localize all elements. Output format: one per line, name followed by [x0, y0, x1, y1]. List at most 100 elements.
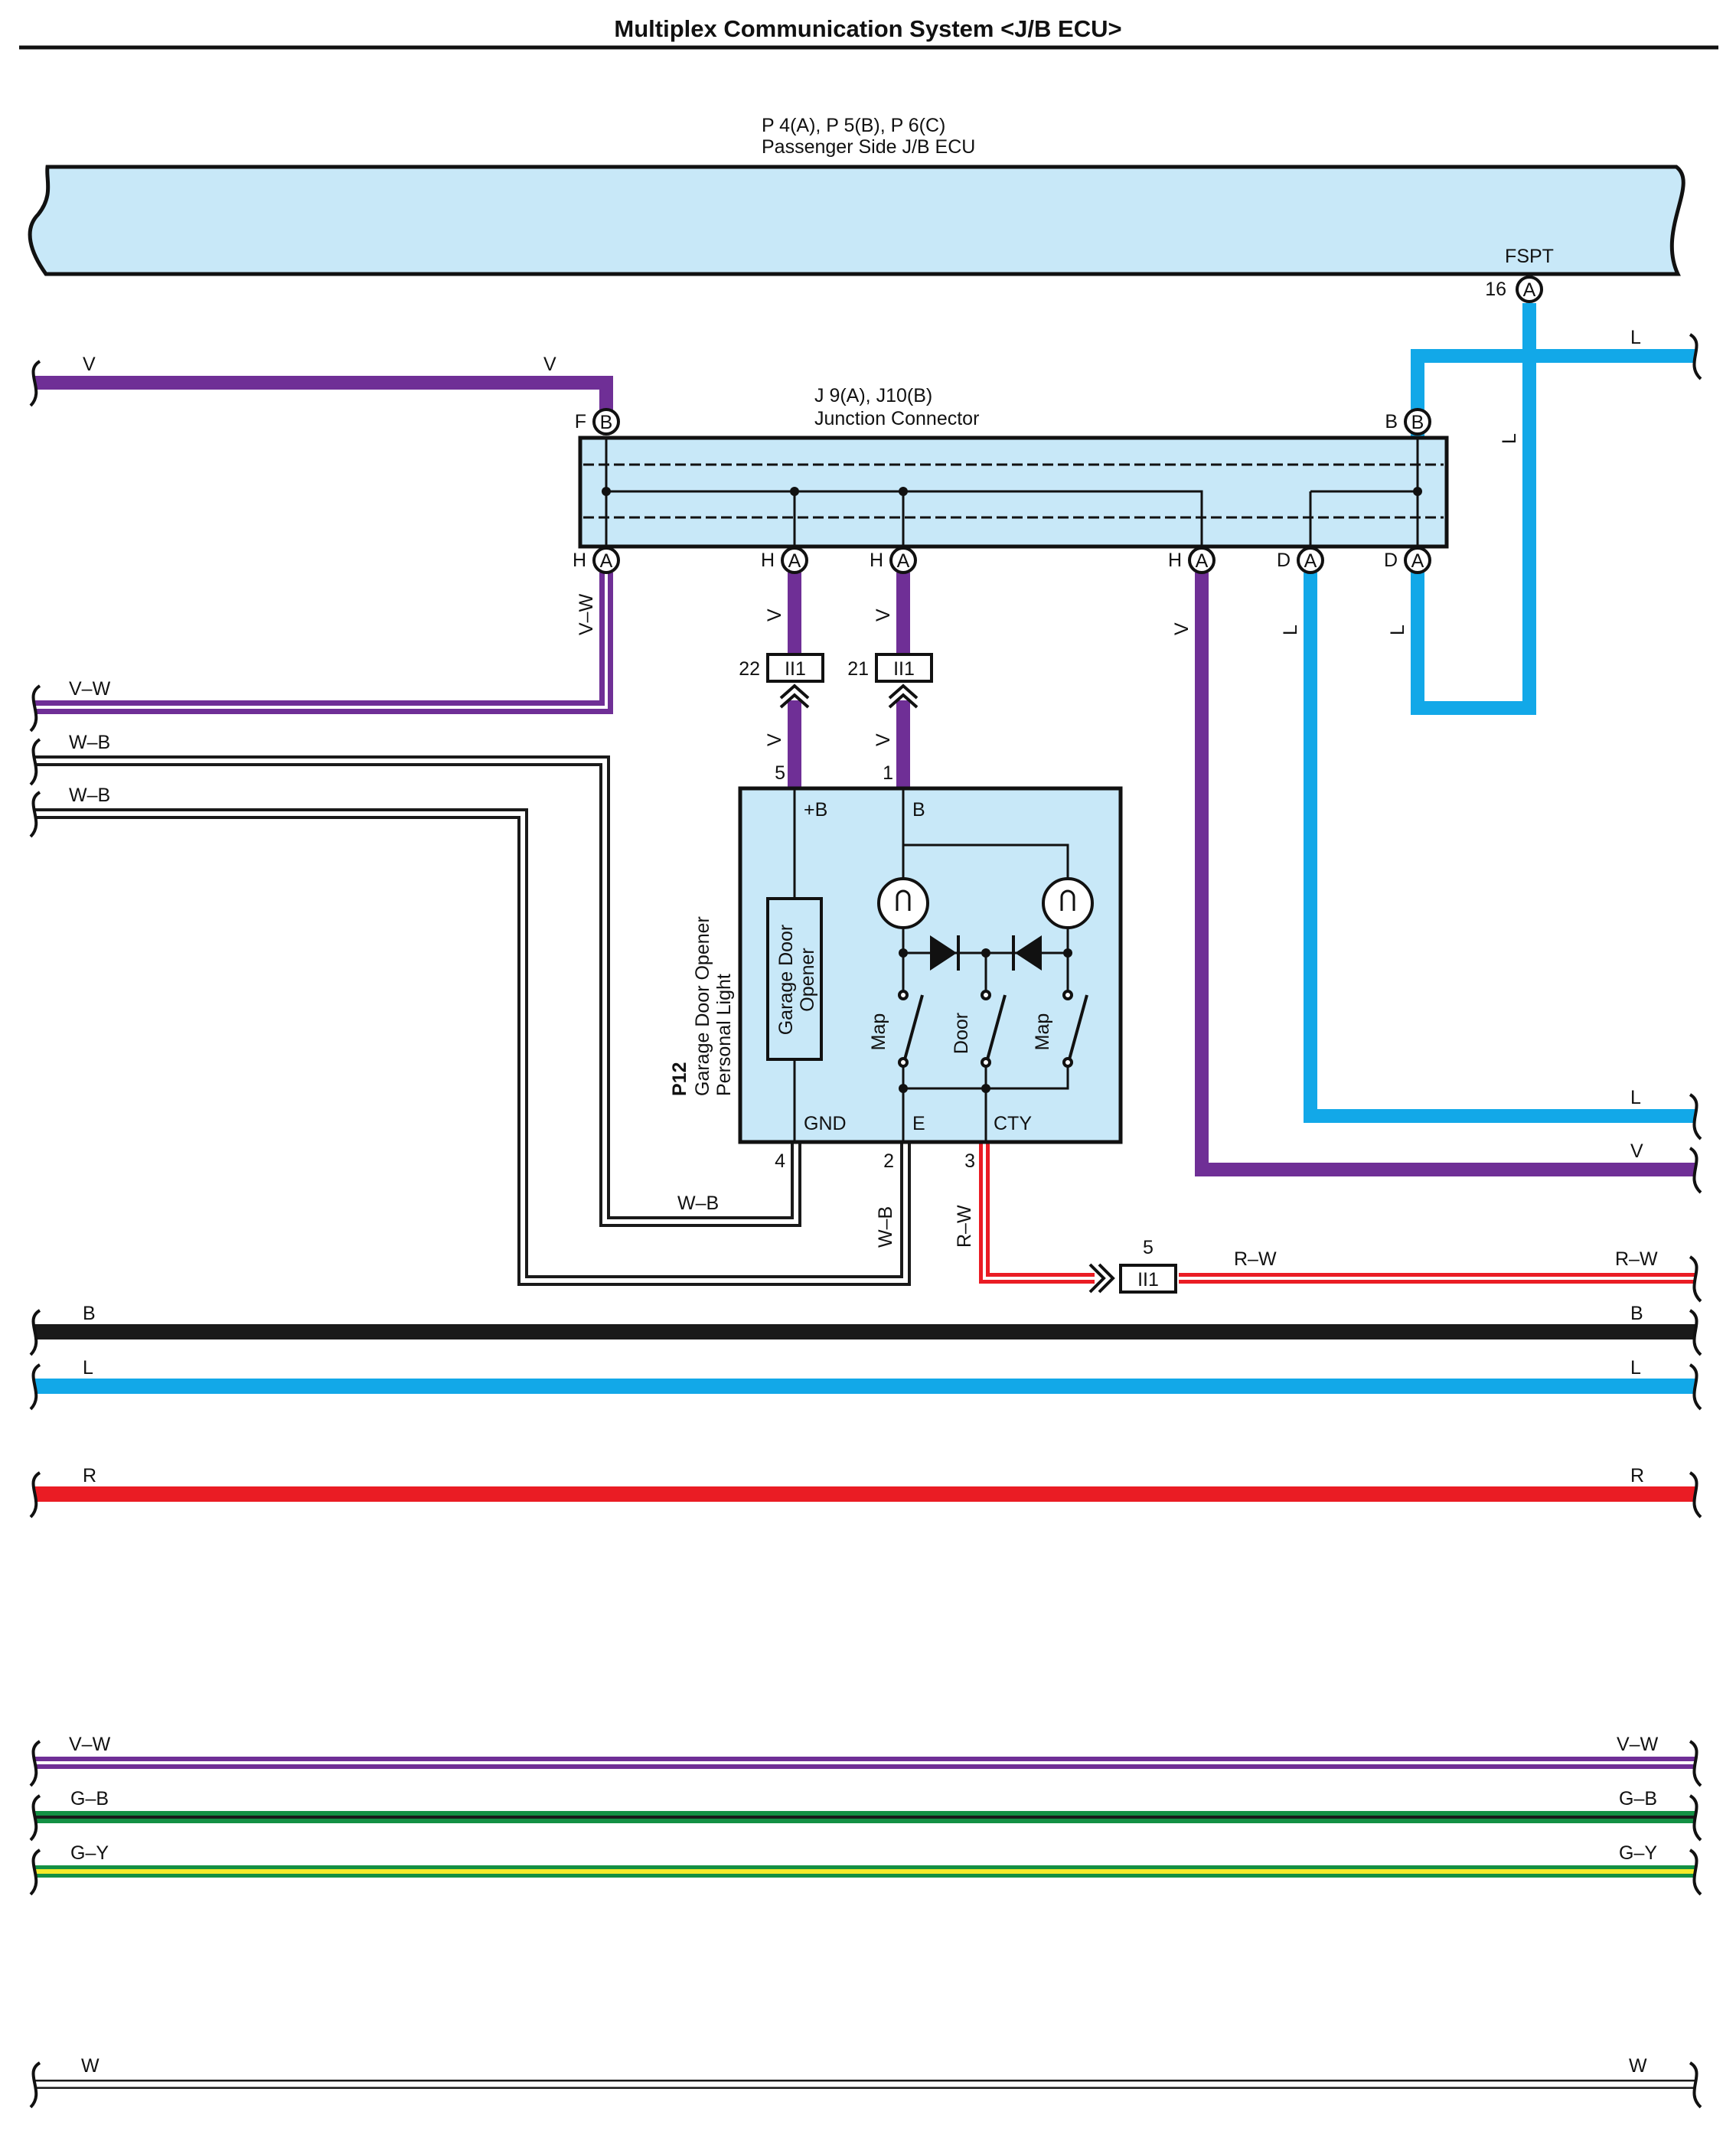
device-name-line2: Personal Light — [713, 974, 735, 1096]
wire-l-fspt — [1411, 303, 1695, 715]
pin-terminal — [1404, 547, 1431, 574]
inline-connector-name: II1 — [893, 658, 915, 680]
pin-terminal — [592, 408, 620, 436]
inline-connector-body — [766, 653, 824, 683]
device-p12: 5 1 4 2 3 +B B GND E CTY Garage Door Ope… — [669, 762, 1123, 1172]
chevron-up-icon — [888, 693, 919, 709]
wire-label: W–B — [875, 1206, 896, 1248]
break-mark — [29, 791, 41, 838]
pin-side-label: D — [1277, 550, 1291, 571]
device-name-line1: Garage Door Opener — [692, 916, 713, 1096]
break-mark — [1689, 1255, 1702, 1303]
wire-label: V — [1171, 622, 1193, 635]
wire-label: R–W — [1615, 1248, 1658, 1270]
wire-label: V — [83, 354, 96, 375]
terminal-label: B — [912, 799, 925, 821]
inline-connector-name: II1 — [785, 658, 806, 680]
junction-connector: J 9(A), J10(B) Junction Connector F B B … — [573, 385, 1449, 574]
break-mark — [29, 1309, 41, 1356]
internal-wire — [903, 1064, 1069, 1090]
chevron-right-icon — [1088, 1263, 1106, 1294]
switch-contact — [1062, 1057, 1073, 1068]
wire-label: G–B — [1619, 1788, 1657, 1809]
module-label-line2: Opener — [797, 948, 818, 1011]
wire-label: V — [543, 354, 556, 375]
break-mark — [1689, 1794, 1702, 1842]
break-marks — [29, 333, 1702, 2109]
wire-wb-2-core — [34, 811, 908, 1283]
ecu-body — [28, 165, 1685, 276]
wire-label: B — [1630, 1303, 1643, 1324]
internal-wire — [903, 843, 1069, 880]
terminal-pin: 3 — [964, 1150, 975, 1172]
switch-contact — [898, 1057, 909, 1068]
wire-wb-1-core — [34, 759, 798, 1224]
wire-label: W — [81, 2055, 100, 2077]
break-mark — [29, 684, 41, 733]
break-mark — [1689, 1093, 1702, 1140]
switch-blade-icon — [903, 994, 924, 1060]
ecu-pin-connector: A — [1523, 279, 1536, 301]
wire-label: L — [83, 1357, 93, 1379]
splice-dot — [1063, 948, 1072, 958]
wire-label: L — [1630, 1357, 1641, 1379]
inline-connector-body — [1119, 1264, 1177, 1294]
wire-labels: V V L L V–W V V V V V L L V–W W–B W–B W–… — [69, 327, 1659, 2077]
wire-label: V–W — [1617, 1734, 1659, 1755]
terminal-pin: 5 — [775, 762, 785, 784]
break-mark — [29, 1471, 41, 1519]
break-mark — [1689, 1740, 1702, 1787]
inline-connector-5: II1 5 — [1088, 1237, 1177, 1294]
switch-contact — [981, 990, 991, 1000]
wire-label: V–W — [576, 593, 597, 635]
pin-terminal — [592, 547, 620, 574]
wire-label: V — [873, 609, 894, 622]
ecu-pin-number: 16 — [1485, 279, 1506, 300]
wire-label: W–B — [69, 785, 110, 806]
break-mark — [29, 2061, 41, 2109]
break-mark — [1689, 1309, 1702, 1356]
splice-dot — [899, 948, 908, 958]
pin-terminal — [1188, 547, 1216, 574]
break-mark — [29, 360, 41, 407]
chevron-right-icon — [1098, 1263, 1115, 1294]
wire-label: L — [1499, 433, 1520, 444]
terminal-label: CTY — [994, 1113, 1032, 1134]
wires — [34, 303, 1695, 2089]
splice-dot — [981, 948, 990, 958]
lamp-icon — [1042, 877, 1094, 929]
terminal-pin: 2 — [883, 1150, 894, 1172]
wire-label: V — [764, 733, 785, 746]
terminal-label: +B — [804, 799, 827, 821]
wire-label: R–W — [954, 1205, 975, 1248]
pin-terminal — [1297, 547, 1324, 574]
break-mark — [1689, 1848, 1702, 1896]
wire-label: R–W — [1234, 1248, 1277, 1270]
pin-side-label: H — [1168, 550, 1182, 571]
pin-side-label: H — [870, 550, 883, 571]
inline-connector-pin: 21 — [847, 658, 869, 680]
splice-dot — [899, 487, 908, 496]
pin-side-label: H — [573, 550, 586, 571]
ecu-name-label: Passenger Side J/B ECU — [762, 136, 975, 158]
terminal-pin: 1 — [883, 762, 893, 784]
wire-label: R — [1630, 1465, 1644, 1486]
wire-label: L — [1280, 625, 1301, 635]
wire-vw-left — [34, 573, 613, 714]
chevron-up-icon — [779, 684, 810, 700]
switch-blade-icon — [986, 994, 1007, 1060]
junction-link — [903, 490, 1203, 560]
wire-label: L — [1630, 1087, 1641, 1108]
pin-terminal — [1404, 408, 1431, 436]
device-code: P12 — [669, 1062, 690, 1096]
switch-label: Map — [1032, 1013, 1053, 1051]
wire-label: W–B — [677, 1193, 719, 1214]
break-mark — [1689, 1147, 1702, 1194]
break-mark — [29, 1740, 41, 1787]
terminal-label: GND — [804, 1113, 847, 1134]
pin-side-label: D — [1384, 550, 1398, 571]
wire-v-right — [1195, 573, 1695, 1176]
break-mark — [1689, 1363, 1702, 1411]
wire-label: W — [1629, 2055, 1647, 2077]
wire-label: G–Y — [70, 1842, 109, 1864]
